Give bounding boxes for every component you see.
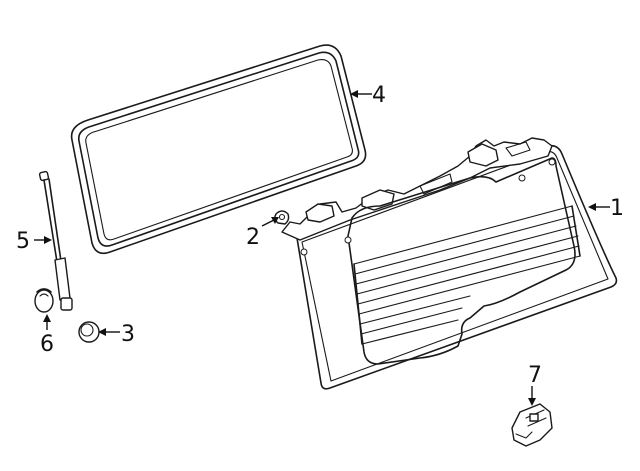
callout-2: 2 xyxy=(246,225,260,250)
part-4-weatherstrip xyxy=(70,44,367,255)
part-7-bracket xyxy=(511,403,553,447)
callout-1: 1 xyxy=(610,196,624,221)
part-3-plug xyxy=(78,321,100,343)
callout-3: 3 xyxy=(121,322,135,347)
callout-7: 7 xyxy=(528,363,542,388)
callout-6: 6 xyxy=(40,332,54,357)
part-1-back-glass xyxy=(281,137,618,390)
callout-4: 4 xyxy=(372,83,386,108)
part-5-lift-support xyxy=(38,170,73,311)
callout-leaders xyxy=(34,90,610,406)
part-6-ball-stud xyxy=(34,288,54,313)
callout-5: 5 xyxy=(16,229,30,254)
